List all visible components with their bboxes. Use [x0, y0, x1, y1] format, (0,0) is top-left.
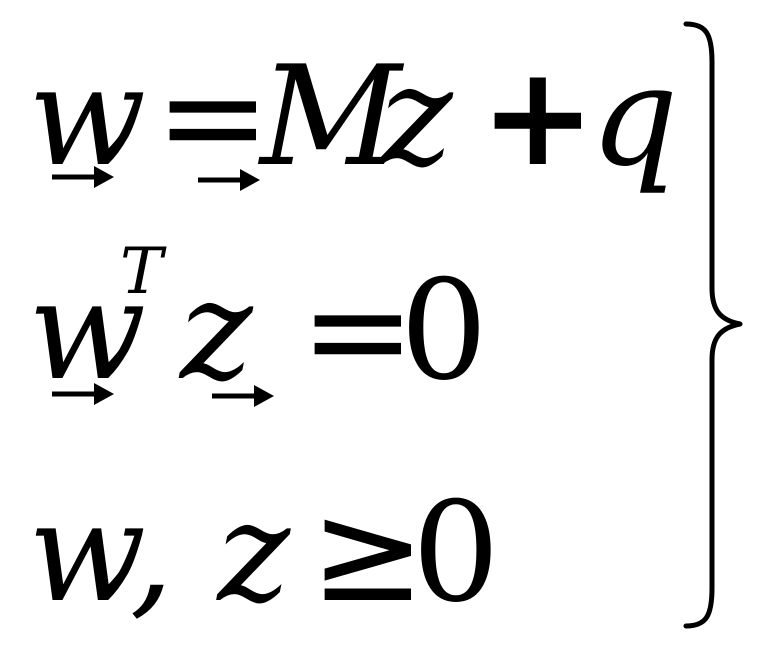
arrow-under-w-line1-icon — [52, 166, 114, 188]
arrow-under-w-line2-icon — [52, 383, 114, 405]
eq1-plus: + — [480, 36, 596, 197]
eq3-geq: ≥ — [310, 472, 426, 633]
eq2-equals: = — [300, 250, 416, 411]
arrow-under-z-line1-icon — [198, 169, 260, 191]
eq1-rhs-z: z — [380, 36, 453, 197]
eq2-w: w — [28, 250, 147, 411]
eq3-zero: 0 — [412, 472, 500, 633]
eq2-z: z — [180, 250, 253, 411]
eq2-transpose-T: T — [120, 235, 163, 309]
eq2-zero: 0 — [400, 250, 488, 411]
arrow-under-z-line2-icon — [212, 385, 274, 407]
eq1-lhs-w: w — [28, 36, 147, 197]
eq1-equals: = — [155, 36, 271, 197]
right-brace-icon — [683, 21, 743, 629]
eq1-q: q — [590, 36, 679, 197]
eq1-matrix-M: M — [260, 36, 402, 197]
eq3-vars: w, z — [28, 472, 291, 633]
